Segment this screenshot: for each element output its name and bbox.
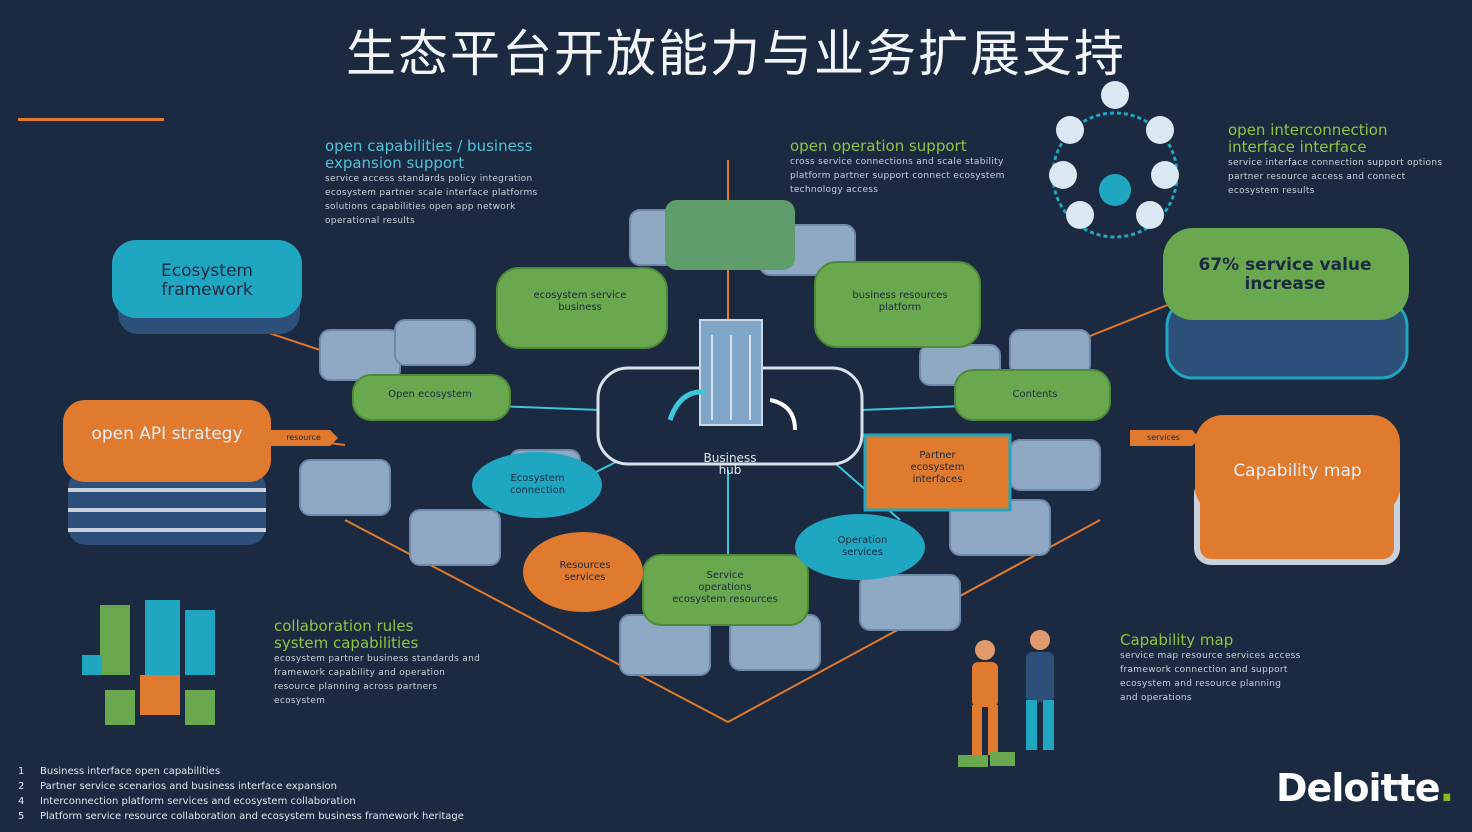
- green-node: [352, 374, 511, 421]
- teal-node: [472, 452, 602, 518]
- tile: [319, 329, 401, 381]
- network-node-icon: [1056, 116, 1084, 144]
- capability-map-heading: Capability map: [1120, 631, 1234, 649]
- top-center-block: open operation support cross service con…: [790, 138, 1010, 197]
- text-line: ecosystem results: [1228, 186, 1315, 196]
- orange-node-label: Partner ecosystem interfaces: [910, 450, 965, 485]
- green-node: [814, 261, 981, 348]
- text-line: service map resource services access: [1120, 651, 1301, 661]
- map-platform: [665, 200, 795, 270]
- network-node-icon: [1151, 161, 1179, 189]
- green-nodes: [352, 261, 1111, 626]
- tile: [299, 459, 391, 516]
- tile: [394, 319, 476, 366]
- text-line: ecosystem partner scale interface platfo…: [325, 188, 538, 198]
- text-line: solutions capabilities open app network: [325, 202, 516, 212]
- collaboration-blocks: [82, 600, 215, 725]
- green-node: [642, 554, 809, 626]
- cycle-arrow-icon: [769, 398, 797, 431]
- tile: [1009, 329, 1091, 376]
- tile: [859, 574, 961, 631]
- orange-node: [863, 433, 1012, 512]
- top-center-heading: open operation support: [790, 137, 967, 155]
- green-node-label: Contents: [1012, 389, 1058, 400]
- tag-label: resource: [286, 433, 321, 442]
- network-node-icon: [1066, 201, 1094, 229]
- collaboration-block: collaboration rules system capabilities …: [274, 618, 494, 708]
- title-accent-line: [18, 118, 164, 121]
- service-value-pill: [1163, 228, 1409, 380]
- network-node-icon: [1049, 161, 1077, 189]
- text-line: platform partner support connect ecosyst…: [790, 171, 1005, 181]
- center-hub-label: Business hub: [703, 451, 757, 477]
- network-ring: [1049, 81, 1179, 239]
- green-node-label: Service operations ecosystem resources: [672, 570, 778, 605]
- text-line: and operations: [1120, 693, 1192, 703]
- network-node-icon: [1136, 201, 1164, 229]
- capability-pill: [1194, 415, 1400, 565]
- green-node-label: business resources platform: [852, 290, 948, 313]
- tag-label: services: [1147, 433, 1180, 442]
- text-line: ecosystem partner business standards and: [274, 654, 481, 664]
- teal-node-label: Ecosystem connection: [509, 473, 566, 496]
- text-line: technology access: [790, 185, 879, 195]
- people-illustration: [958, 630, 1054, 767]
- orange-node: [523, 532, 643, 612]
- top-left-block: open capabilities / business expansion s…: [325, 138, 605, 228]
- text-line: ecosystem: [274, 696, 326, 706]
- tile: [1009, 439, 1101, 491]
- tile: [409, 509, 501, 566]
- green-node-label: Open ecosystem: [388, 389, 472, 400]
- top-right-heading-2: interface interface: [1228, 138, 1367, 156]
- text-line: cross service connections and scale stab…: [790, 157, 1004, 167]
- text-line: framework connection and support: [1120, 665, 1288, 675]
- page-title: 生态平台开放能力与业务扩展支持: [346, 25, 1126, 83]
- network-node-icon: [1146, 116, 1174, 144]
- teal-node: [795, 514, 925, 580]
- text-line: operational results: [325, 216, 415, 226]
- green-node: [496, 267, 668, 349]
- cycle-arrow-icon: [667, 389, 706, 421]
- top-left-heading: open capabilities / business: [325, 137, 533, 155]
- collaboration-heading: collaboration rules: [274, 617, 414, 635]
- top-left-heading-2: expansion support: [325, 154, 465, 172]
- ecosystem-pill: [112, 240, 302, 334]
- text-line: resource planning across partners: [274, 682, 438, 692]
- building-windows: [711, 335, 751, 420]
- collaboration-heading-2: system capabilities: [274, 634, 419, 652]
- green-node-label: ecosystem service business: [533, 290, 627, 313]
- tag: [268, 430, 338, 446]
- green-node: [954, 369, 1111, 421]
- text-line: service access standards policy integrat…: [325, 174, 533, 184]
- capability-map-block: Capability map service map resource serv…: [1120, 632, 1310, 705]
- text-line: service interface connection support opt…: [1228, 158, 1443, 168]
- tag: [1130, 430, 1200, 446]
- text-line: framework capability and operation: [274, 668, 446, 678]
- globe-icon: [1099, 174, 1131, 206]
- network-node-icon: [1101, 81, 1129, 109]
- api-pill: [63, 400, 271, 545]
- top-right-block: open interconnection interface interface…: [1228, 122, 1458, 198]
- top-right-heading: open interconnection: [1228, 121, 1388, 139]
- deloitte-logo: Deloitte.: [1276, 766, 1454, 810]
- orange-node-label: Resources services: [559, 560, 611, 583]
- teal-node-label: Operation services: [837, 535, 888, 558]
- teal-nodes: [472, 452, 925, 580]
- text-line: ecosystem and resource planning: [1120, 679, 1282, 689]
- text-line: partner resource access and connect: [1228, 172, 1406, 182]
